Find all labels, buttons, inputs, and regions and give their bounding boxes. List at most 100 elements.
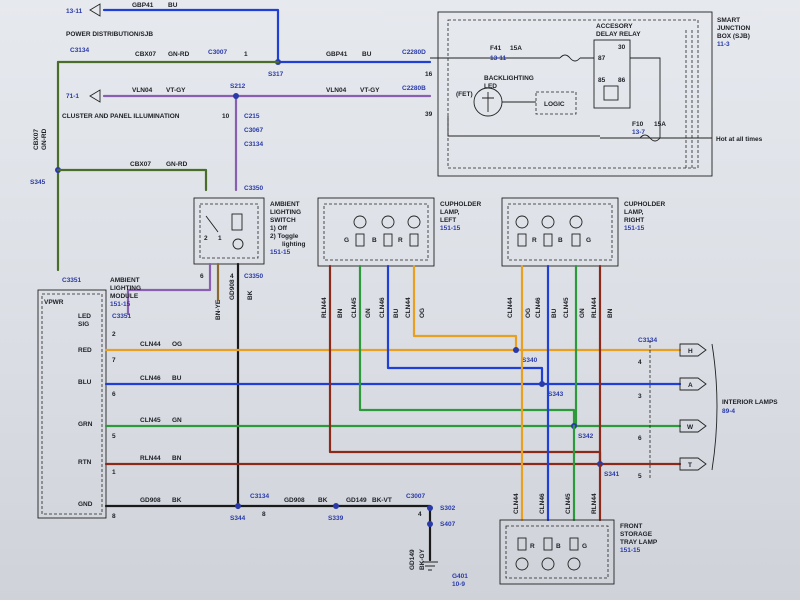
conn-a-icon [679, 377, 707, 391]
conn-c3350: C3350 [244, 185, 264, 192]
cup-right-b: B [558, 237, 563, 244]
cup-right-label: CUPHOLDER [624, 201, 665, 208]
wire-bn: BN [172, 455, 182, 462]
splice-s302 [427, 505, 433, 511]
conn-t: T [688, 462, 692, 469]
amb-sw-resistor-icon [231, 213, 243, 231]
cup-right-led-r-icon [515, 215, 529, 229]
cr-bu: BU [551, 308, 558, 318]
cl-cln44: CLN44 [405, 297, 412, 318]
cluster-label: CLUSTER AND PANEL ILLUMINATION [62, 113, 180, 120]
hot-label: Hot at all times [716, 136, 763, 143]
wire-cbx07-name3: CBX07 [130, 161, 151, 168]
conn-w: W [687, 424, 694, 431]
tr-cln44: CLN44 [513, 493, 520, 514]
wire-cbx07-v: CBX07 [33, 129, 40, 150]
wire-cbx07-name: CBX07 [135, 51, 156, 58]
conn-c3134-3: C3134 [250, 493, 270, 500]
cup-left-box [317, 197, 435, 267]
sw-pin4: 4 [230, 273, 234, 280]
cup-left-label3: LEFT [440, 217, 456, 224]
cup-left-b: B [372, 237, 377, 244]
logic-box [535, 91, 577, 115]
relay-box [593, 39, 631, 109]
cluster-arrow-icon [89, 89, 101, 103]
grn-label: GRN [78, 421, 93, 428]
wire-cbx07-color: GN-RD [168, 51, 190, 58]
led-label: LED [484, 83, 497, 90]
ledsig-label: LED [78, 313, 91, 320]
sjb-title3: BOX (SJB) [717, 33, 750, 40]
wire-gbp41-name: GBP41 [132, 2, 154, 9]
ledsig-label2: SIG [78, 321, 89, 328]
tray-res-r-icon [517, 537, 527, 551]
cr-rln44: RLN44 [591, 297, 598, 318]
logic-label: LOGIC [544, 101, 565, 108]
module-label: AMBIENT [110, 277, 140, 284]
cl-gn: GN [365, 308, 372, 318]
cup-left-led-r-icon [407, 215, 421, 229]
red-label: RED [78, 347, 92, 354]
sjb-inner [447, 19, 699, 169]
pin-87: 87 [598, 55, 606, 62]
cup-left-res-g-icon [355, 233, 365, 247]
conn-c3007-2: C3007 [406, 493, 426, 500]
tr-cln45: CLN45 [565, 493, 572, 514]
pin-16: 16 [425, 71, 433, 78]
cup-left-label2: LAMP, [440, 209, 460, 216]
conn-s302: S302 [440, 505, 456, 512]
cr-cln46: CLN46 [535, 297, 542, 318]
cr-gn: GN [579, 308, 586, 318]
mod-pin2: 2 [112, 331, 116, 338]
cup-right-inner [507, 203, 613, 261]
conn-g401: G401 [452, 573, 468, 580]
conn-c215: C215 [244, 113, 260, 120]
amb-sw-label5: 2) Toggle [270, 233, 299, 240]
wire-gd149-name: GD149 [346, 497, 367, 504]
wire-gbp41-name2: GBP41 [326, 51, 348, 58]
interior-brace [711, 343, 718, 471]
conn-s343: S343 [548, 391, 564, 398]
f41-amps: 15A [510, 45, 522, 52]
amb-switch-inner [199, 203, 259, 259]
amb-sw-label4: 1) Off [270, 225, 288, 232]
sjb-bus [685, 30, 693, 168]
tray-res-b-icon [543, 537, 553, 551]
conn-c3134: C3134 [70, 47, 90, 54]
wire-cbx07-branch [56, 168, 208, 192]
tr-rln44: RLN44 [591, 493, 598, 514]
tray-led-r-icon [515, 557, 529, 571]
amb-sw-label6: lighting [282, 241, 305, 248]
wire-bk2: BK [318, 497, 328, 504]
sjb-title: SMART [717, 17, 740, 24]
wire-gd908-bk [104, 504, 432, 562]
fet-label: (FET) [456, 91, 473, 98]
module-label3: MODULE [110, 293, 139, 300]
conn-s340: S340 [522, 357, 538, 364]
conn-h-icon [679, 343, 707, 357]
conn-s339: S339 [328, 515, 344, 522]
vpwr-label: VPWR [44, 299, 64, 306]
cup-left-led-g-icon [353, 215, 367, 229]
pin-30: 30 [618, 44, 626, 51]
cup-right-res-b-icon [543, 233, 553, 247]
module-inner [41, 293, 103, 515]
cup-left-label: CUPHOLDER [440, 201, 481, 208]
tray-label: FRONT [620, 523, 642, 530]
pin-85: 85 [598, 77, 606, 84]
wire-og: OG [172, 341, 182, 348]
cup-left-g: G [344, 237, 349, 244]
tray-led-g-icon [567, 557, 581, 571]
pin-39: 39 [425, 111, 433, 118]
cup-left-led-b-icon [381, 215, 395, 229]
splice-s339 [333, 503, 339, 509]
relay-coil [603, 85, 619, 101]
cup-right-box [501, 197, 619, 267]
int-pin4: 4 [638, 359, 642, 366]
amb-sw-pin2: 2 [204, 235, 208, 242]
wire-bkgy-v: BK-GY [419, 548, 426, 570]
wire-cln04 [126, 262, 212, 316]
conn-g401-ref: 10-9 [452, 581, 465, 588]
conn-s341: S341 [604, 471, 620, 478]
